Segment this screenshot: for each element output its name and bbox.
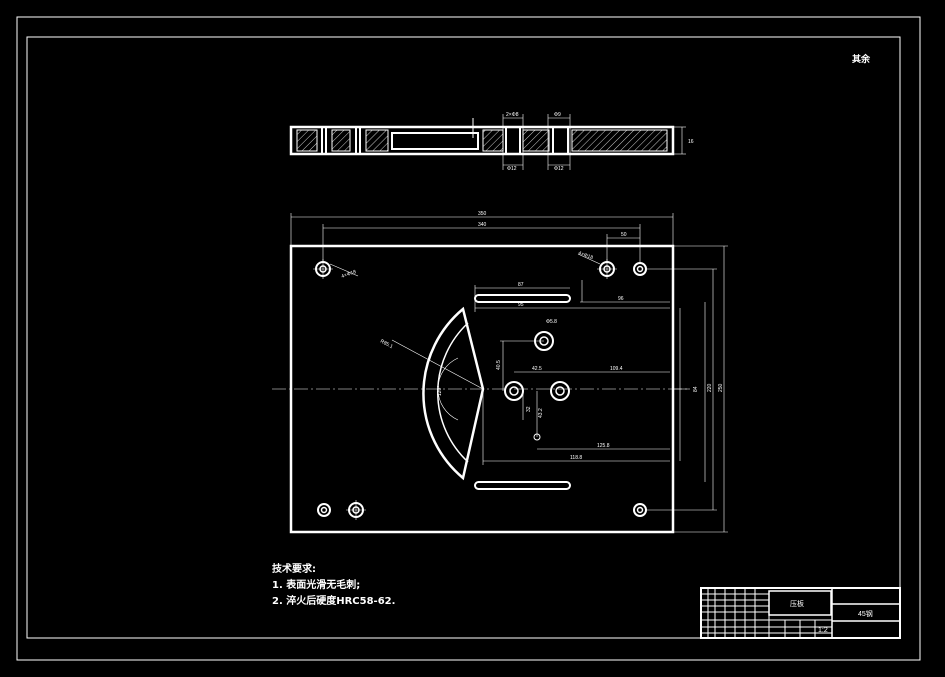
dim-vertical-c: 43.2 xyxy=(538,408,544,418)
side-view xyxy=(289,114,686,170)
side-dim-bottom-b: Φ12 xyxy=(554,166,564,172)
dim-hole-span: 340 xyxy=(478,222,487,228)
outer-border xyxy=(16,16,921,661)
title-block-drawing-name: 压板 xyxy=(790,599,804,608)
technical-requirements: 技术要求: 1. 表面光滑无毛刺; 2. 淬火后硬度HRC58-62. xyxy=(272,562,395,610)
dim-vertical-b: 32 xyxy=(526,406,532,412)
side-dim-top-a: 2×Φ8 xyxy=(506,112,519,118)
side-dim-top-b: Φ9 xyxy=(554,112,561,118)
dim-right-top: 50 xyxy=(621,232,627,238)
dim-slot-length: 87 xyxy=(518,282,524,288)
side-dim-bottom-a: Φ12 xyxy=(507,166,517,172)
dim-height-c: 250 xyxy=(718,383,724,392)
dim-overall-width: 350 xyxy=(478,211,487,217)
dim-angle: 120° xyxy=(437,386,443,396)
title-block xyxy=(700,587,901,639)
dim-len-b: 118.8 xyxy=(570,455,582,461)
dim-slot-right: 96 xyxy=(618,296,624,302)
notes-title: 技术要求: xyxy=(272,564,316,575)
notes-item-1: 1. 表面光滑无毛刺; xyxy=(272,580,361,591)
dim-center-small: Φ5.8 xyxy=(546,319,557,325)
dim-hole-callout-right: 4×Φ18 xyxy=(577,250,594,261)
dim-horiz-a: 42.5 xyxy=(532,366,542,372)
inner-border xyxy=(26,36,901,639)
dim-horiz-b: 109.4 xyxy=(610,366,623,372)
dim-height-b: 220 xyxy=(707,383,713,392)
dim-radius: R85.1 xyxy=(379,338,394,350)
surface-finish-note: 其余 xyxy=(852,55,871,65)
dim-hole-callout-left: 4×Φ18 xyxy=(341,269,358,280)
title-block-material: 45钢 xyxy=(858,609,873,618)
side-dim-thickness: 16 xyxy=(688,139,694,145)
dim-height-a: 84 xyxy=(693,386,699,392)
dim-slot-offset: 95 xyxy=(518,302,524,308)
title-block-scale: 1:2 xyxy=(818,627,828,634)
plan-view xyxy=(272,213,728,534)
dim-len-a: 125.8 xyxy=(597,443,610,449)
dim-vertical-a: 40.5 xyxy=(496,360,502,370)
notes-item-2: 2. 淬火后硬度HRC58-62. xyxy=(272,596,396,607)
